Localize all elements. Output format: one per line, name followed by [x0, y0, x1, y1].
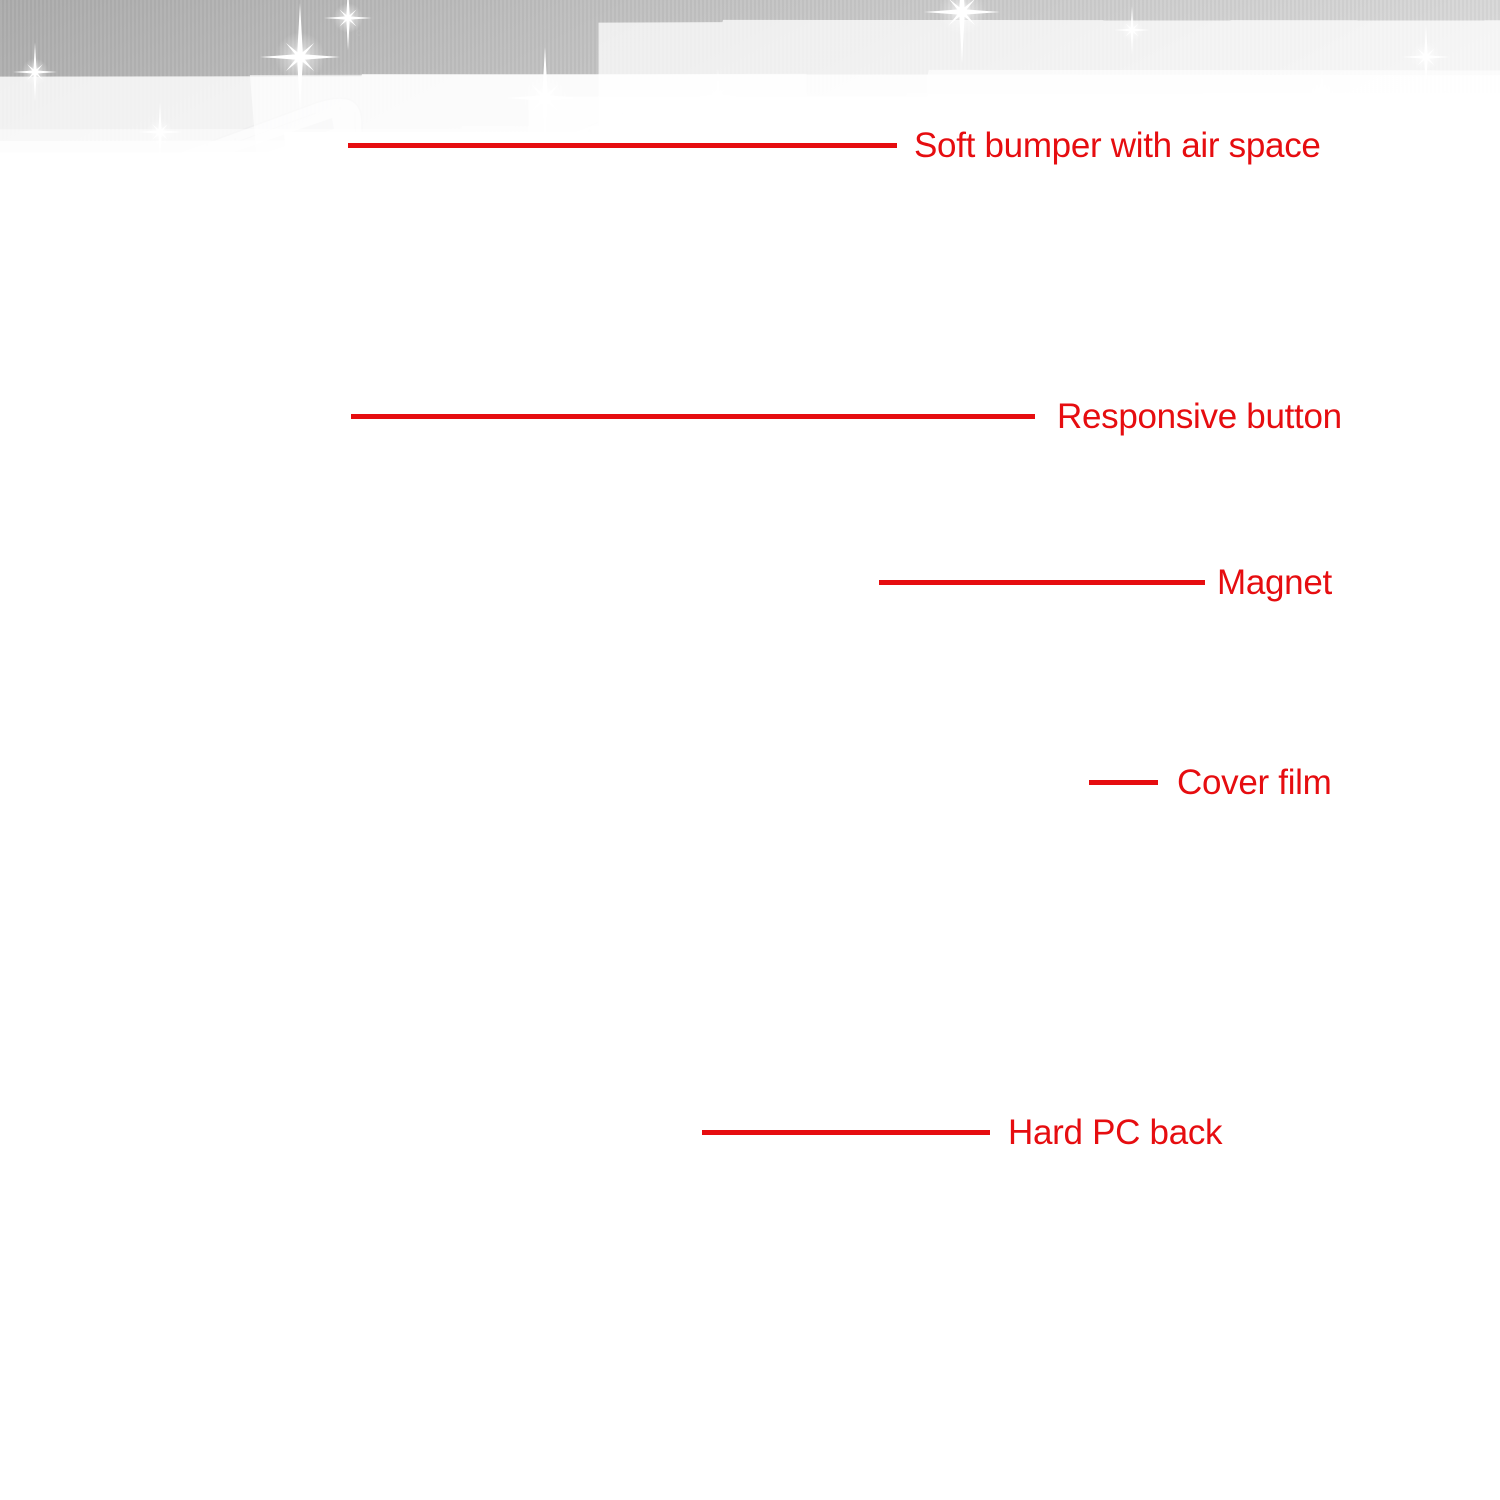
annotation-line-cover-film — [1089, 780, 1158, 785]
annotation-line-magnet — [879, 580, 1205, 585]
annotation-label-cover-film: Cover film — [1177, 764, 1332, 802]
star-burst — [324, 0, 372, 50]
annotation-label-responsive-button: Responsive button — [1057, 398, 1342, 436]
annotation-line-soft-bumper — [348, 143, 897, 148]
annotation-line-responsive-button — [351, 414, 1035, 419]
annotation-label-magnet: Magnet — [1217, 564, 1332, 602]
annotation-line-hard-pc-back — [702, 1130, 990, 1135]
annotation-label-soft-bumper: Soft bumper with air space — [914, 127, 1321, 165]
page-title: Multi-Layer Structure — [0, 1356, 1460, 1459]
page-title-text: Multi-Layer Structure — [343, 1356, 1077, 1459]
annotation-label-hard-pc-back: Hard PC back — [1008, 1114, 1222, 1152]
